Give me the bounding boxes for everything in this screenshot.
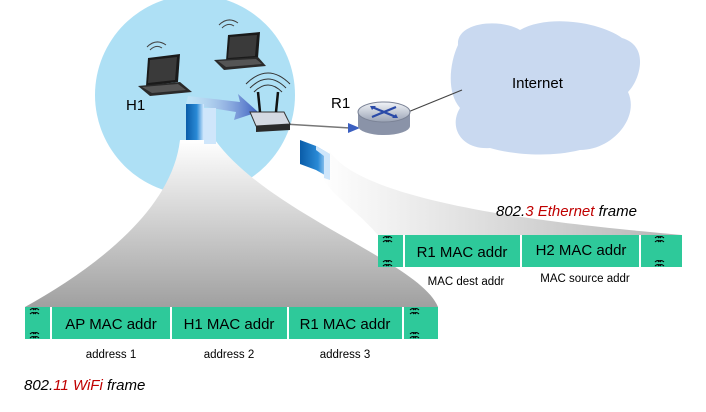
ap-router-link	[283, 123, 351, 129]
internet-label: Internet	[512, 75, 564, 92]
ethernet-field-source: H2 MAC addr	[536, 242, 627, 259]
ethernet-sublabel-dest: MAC dest addr	[428, 276, 505, 288]
cloud-icon	[450, 21, 641, 155]
ethernet-frame-title: 802.3 Ethernet frame	[496, 203, 637, 220]
wireless-ap-icon	[245, 72, 291, 132]
laptop-icon	[138, 41, 192, 96]
link-arrowhead	[348, 123, 360, 133]
wifi-field-address2: H1 MAC addr	[184, 316, 275, 333]
ethernet-sublabel-source: MAC source addr	[540, 273, 630, 285]
ethernet-frame-fan	[320, 152, 682, 235]
wifi-frame-fan	[25, 140, 438, 307]
wifi-field-address1: AP MAC addr	[65, 316, 156, 333]
wifi-sublabel-address1: address 1	[86, 349, 137, 361]
wifi-field-address3: R1 MAC addr	[300, 316, 391, 333]
ethernet-packet-icon	[300, 140, 330, 180]
frame-break-icon	[382, 236, 665, 267]
router-internet-link	[407, 89, 463, 113]
frame-break-icon	[29, 308, 420, 339]
host-label: H1	[126, 97, 145, 114]
h1-to-ap-arrow	[186, 94, 258, 120]
wifi-frame: AP MAC addr H1 MAC addr R1 MAC addr addr…	[24, 307, 438, 394]
wifi-packet-icon	[186, 104, 216, 144]
router-label: R1	[331, 95, 350, 112]
router-icon	[357, 101, 411, 135]
ethernet-frame: 802.3 Ethernet frame R1 MAC addr H2 MAC …	[378, 203, 682, 288]
wifi-frame-title: 802.11 WiFi frame	[24, 377, 145, 394]
laptop-icon	[214, 19, 266, 70]
wifi-sublabel-address2: address 2	[204, 349, 255, 361]
wifi-sublabel-address3: address 3	[320, 349, 371, 361]
ethernet-field-dest: R1 MAC addr	[417, 244, 508, 261]
